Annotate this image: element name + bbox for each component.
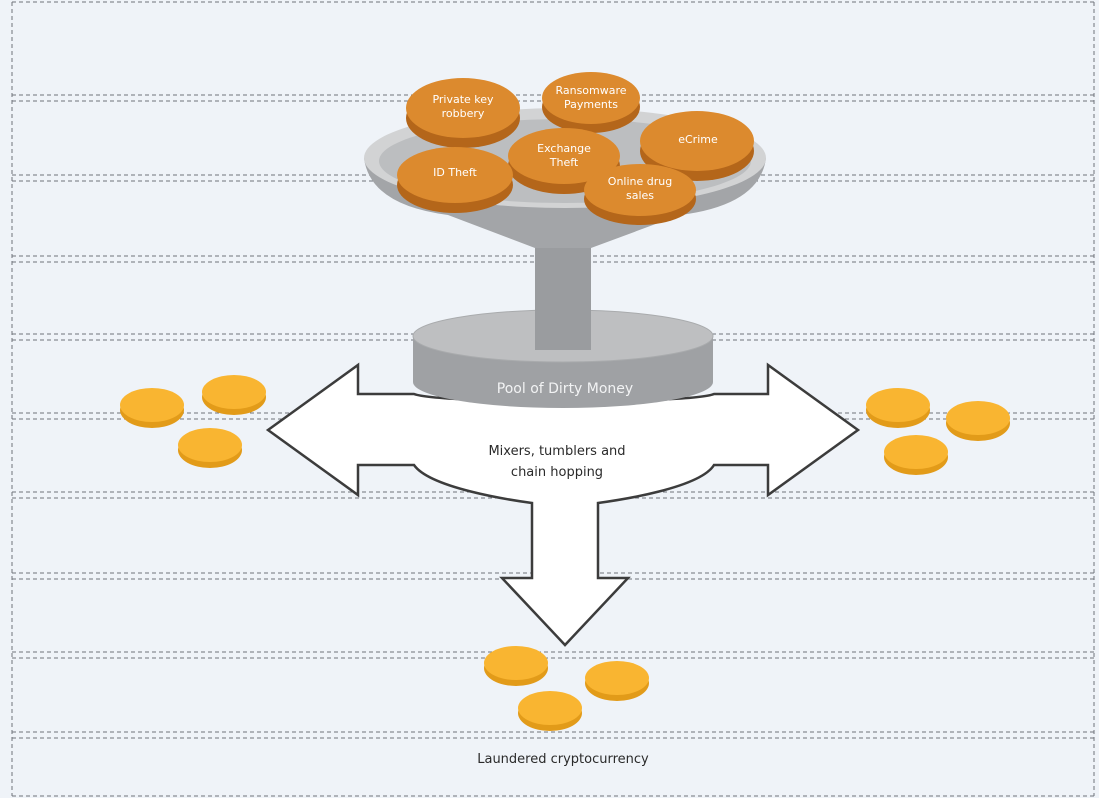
coin-icon [946,401,1010,441]
coin-icon [120,388,184,428]
crime-disc-private-key [406,78,520,148]
mixer-label-line-1: Mixers, tumblers and [488,444,625,459]
bottom-coin-group [484,646,649,731]
crime-label-id-theft: ID Theft [433,166,477,179]
crime-disc-ecrime [640,111,754,181]
crime-discs [397,72,754,225]
laundered-label: Laundered cryptocurrency [477,752,649,767]
coin-icon [585,661,649,701]
coin-icon [884,435,948,475]
mixer-label-line-2: chain hopping [511,465,603,480]
left-coin-group [120,375,266,468]
coin-icon [178,428,242,468]
coin-icon [202,375,266,415]
coin-icon [866,388,930,428]
crime-label-ecrime: eCrime [678,133,718,146]
coin-icon [484,646,548,686]
crime-disc-ransomware [542,72,640,133]
coin-icon [518,691,582,731]
right-coin-group [866,388,1010,475]
crime-disc-drug-sales [584,164,696,225]
pool-label: Pool of Dirty Money [497,381,633,397]
crime-disc-id-theft [397,147,513,213]
